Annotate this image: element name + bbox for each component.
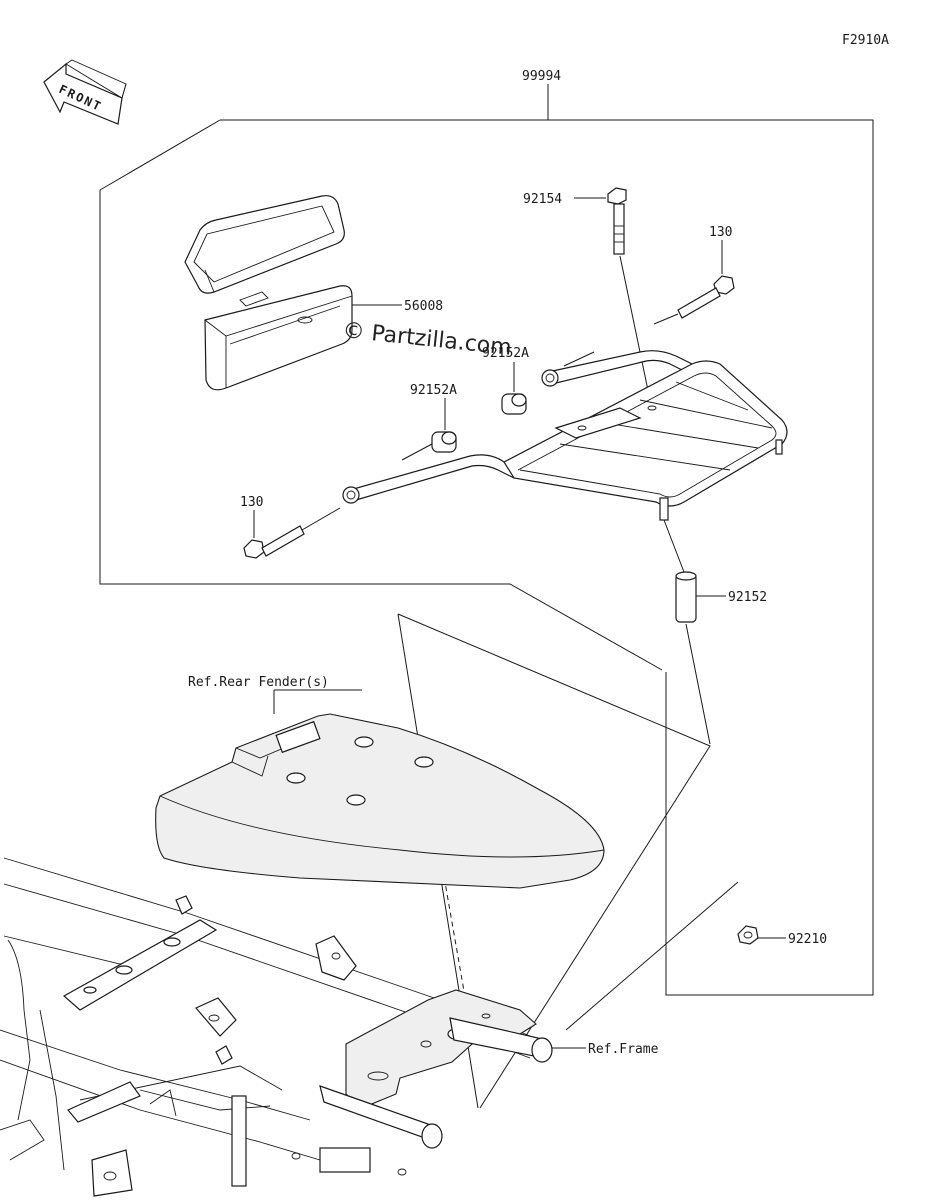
callout-bolt-top: 92154: [523, 192, 562, 207]
diagram-id: F2910A: [842, 33, 889, 48]
carrier-rack: [342, 350, 788, 521]
nut-92210: 92210: [737, 925, 827, 947]
callout-bushing-lower: 92152A: [410, 383, 457, 398]
storage-box: 56008: [184, 195, 443, 391]
callout-collar: 92152: [728, 590, 767, 605]
callout-box: 56008: [404, 299, 443, 314]
alignment-line: [423, 761, 469, 1015]
bolt-92154: 92154: [523, 187, 651, 401]
callout-nut: 92210: [788, 932, 827, 947]
callout-kit: 99994: [522, 69, 561, 84]
callout-bolt-right: 130: [709, 225, 732, 240]
bolt-130-left: 130: [240, 495, 341, 559]
bolt-130-right: 130: [653, 225, 735, 325]
collar-92152: 92152: [663, 519, 767, 745]
rear-fender: Ref.Rear Fender(s): [155, 675, 605, 889]
kit-boundary: 99994: [99, 69, 874, 996]
bushing-upper: 92152A: [482, 346, 529, 415]
ref-frame: Ref.Frame: [588, 1042, 659, 1057]
callout-bolt-left: 130: [240, 495, 263, 510]
callout-bushing-upper: 92152A: [482, 346, 529, 361]
fender-reference-plane: [397, 613, 711, 1109]
frame: Ref.Frame: [0, 857, 659, 1197]
ref-rear-fender: Ref.Rear Fender(s): [188, 675, 329, 690]
front-arrow-icon: FRONT: [43, 59, 127, 125]
bushing-lower: 92152A: [401, 383, 457, 461]
